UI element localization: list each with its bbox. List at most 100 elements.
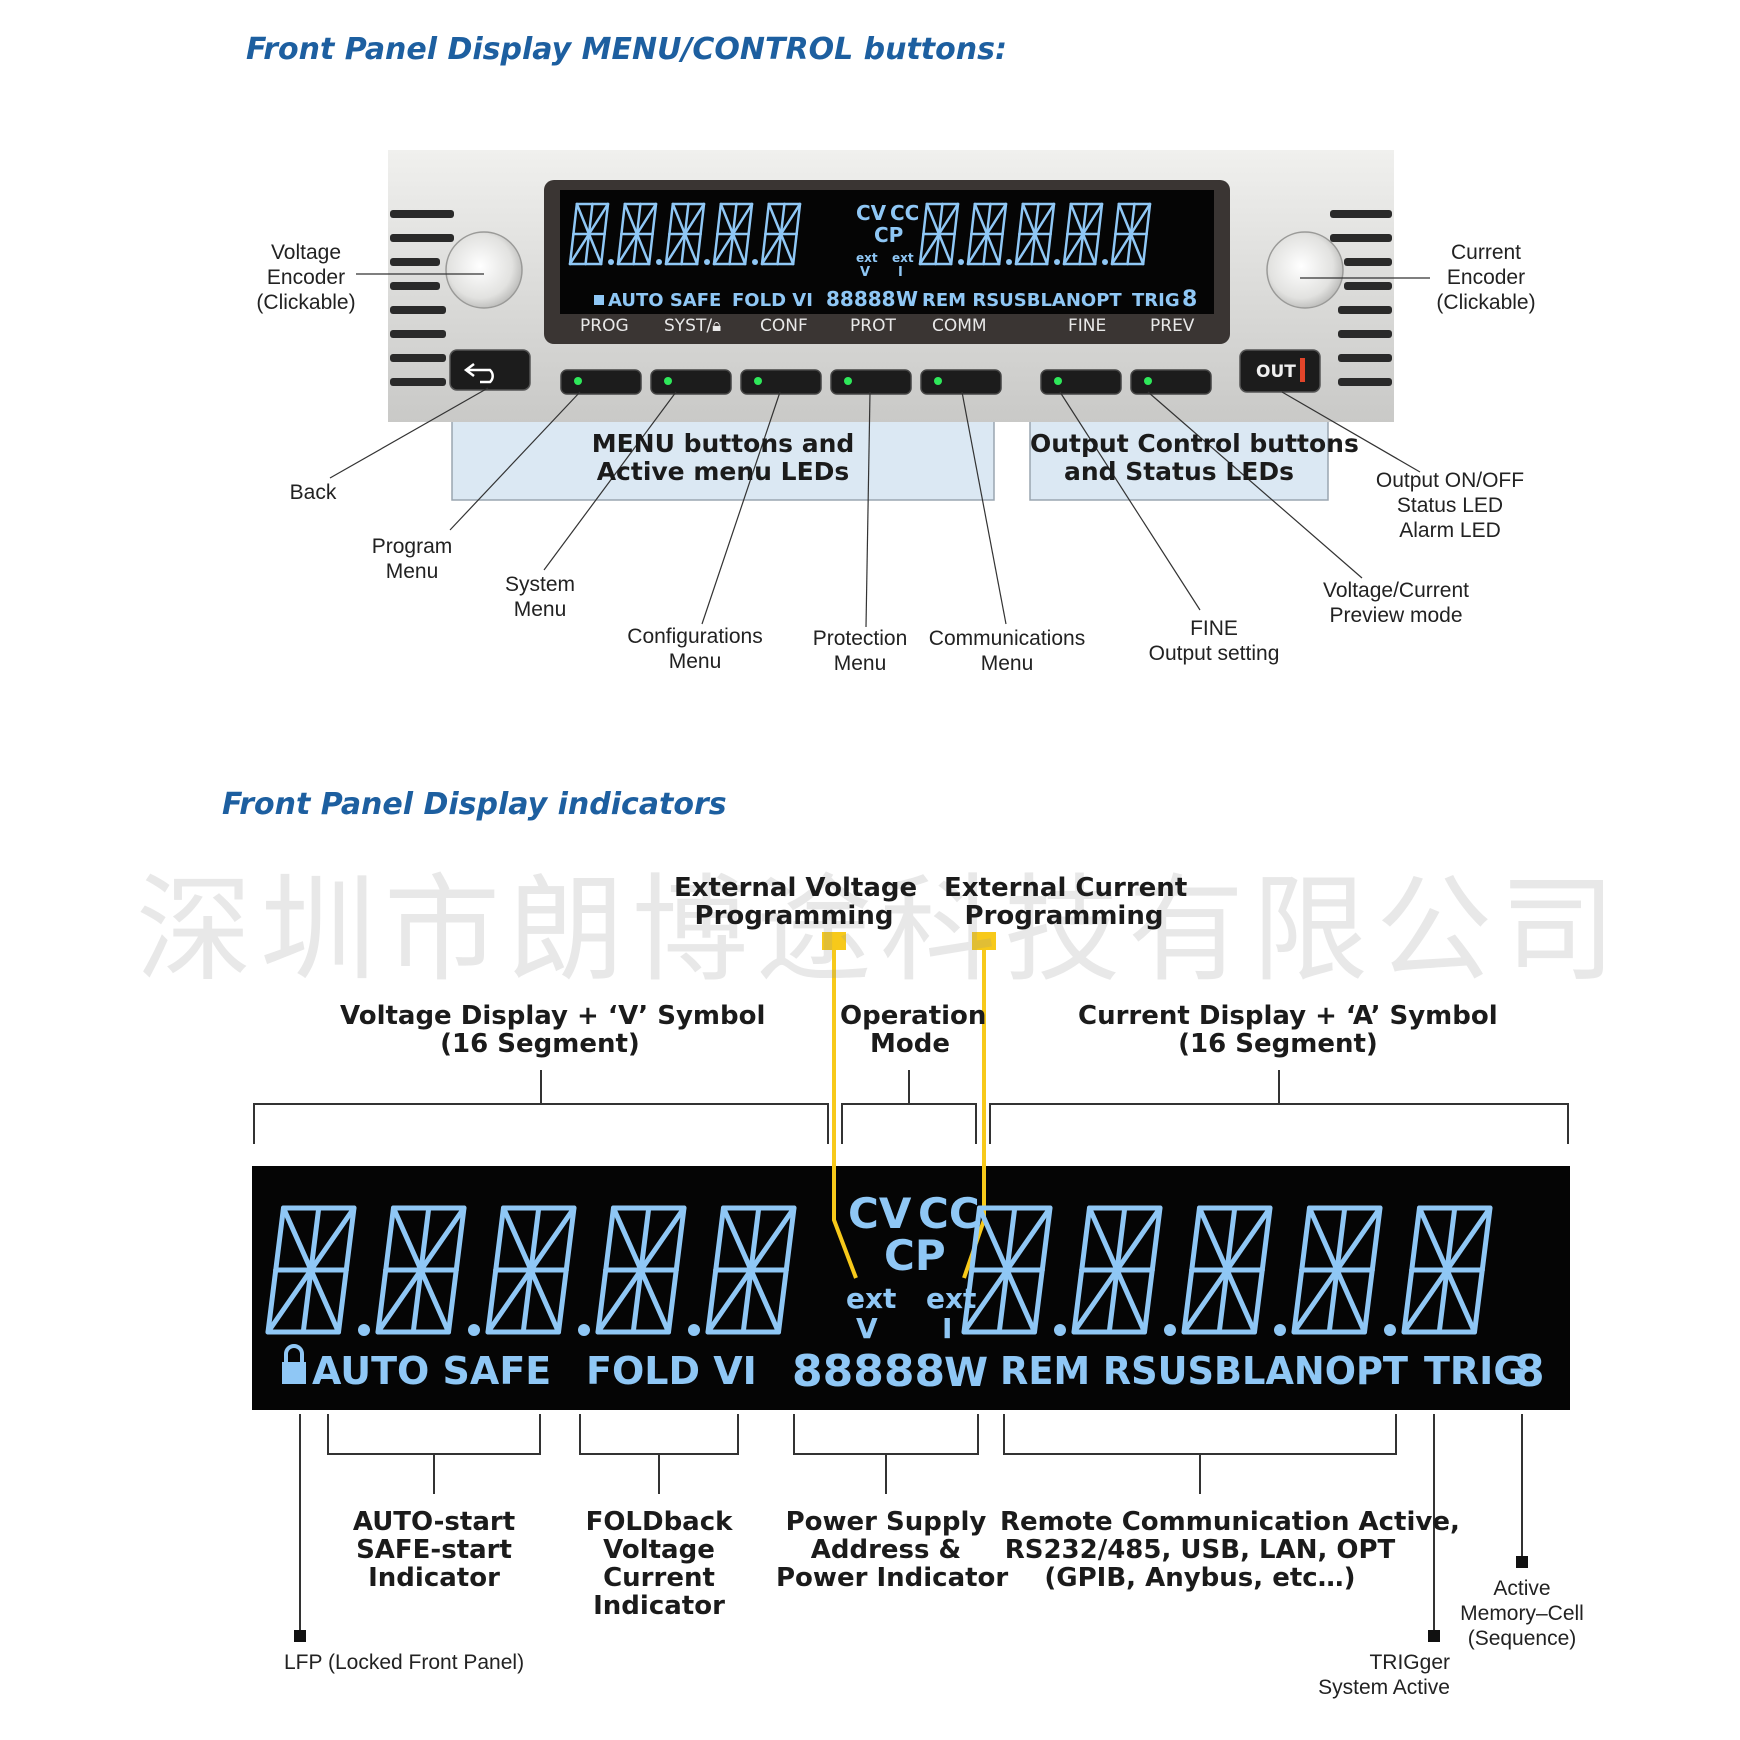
current-decimal-point: [1274, 1324, 1286, 1336]
lcd-cp: CP: [884, 1231, 946, 1280]
lcd-memory: 8: [1514, 1346, 1545, 1397]
top-current-digit: [1014, 202, 1056, 266]
top-voltage-decimal-point: [656, 259, 662, 265]
voltage-digit: [705, 1205, 797, 1335]
top-lock-icon: [594, 295, 604, 305]
lcd-comm: REM RSUSBLANOPT: [1000, 1349, 1408, 1393]
panel-key-row: PROG SYST/🔒︎ CONF PROT COMM FINE PREV: [560, 316, 1214, 340]
top-cc: CC: [890, 201, 919, 225]
top-voltage-digit: [712, 202, 754, 266]
back-label: Back: [289, 481, 337, 504]
top-callout-lines: [329, 273, 1430, 628]
current-digit: [1071, 1205, 1163, 1335]
top-comm: REM RSUSBLANOPT: [922, 290, 1122, 311]
voltage-decimal-point: [468, 1324, 480, 1336]
current-decimal-point: [1384, 1324, 1396, 1336]
out-label: OUT: [1256, 362, 1296, 382]
top-cp: CP: [874, 223, 903, 247]
current-digit: [1401, 1205, 1493, 1335]
top-current-digit: [1110, 202, 1152, 266]
menu-control-title: Front Panel Display MENU/CONTROL buttons…: [246, 32, 1007, 67]
lfp-label: LFP (Locked Front Panel): [284, 1651, 525, 1674]
top-memory: 8: [1182, 287, 1197, 312]
top-ext-v: ext: [856, 251, 878, 265]
voltage-digit: [485, 1205, 577, 1335]
lcd-w: W: [944, 1350, 988, 1396]
top-ext-i: ext: [892, 251, 914, 265]
current-digit: [1181, 1205, 1273, 1335]
top-addr: 88888: [826, 287, 896, 311]
voltage-digit: [595, 1205, 687, 1335]
top-voltage-digit: [568, 202, 610, 266]
voltage-digit: [375, 1205, 467, 1335]
current-digit: [961, 1205, 1053, 1335]
lcd-cc: CC: [918, 1189, 980, 1238]
lcd-ext-v: ext: [846, 1282, 896, 1315]
callout-squares: [294, 1556, 1528, 1642]
top-voltage-decimal-point: [704, 259, 710, 265]
lcd-auto-safe: AUTO SAFE: [312, 1349, 551, 1393]
top-current-digit: [1062, 202, 1104, 266]
key-comm: COMM: [932, 316, 987, 336]
voltage-digit: [265, 1205, 357, 1335]
key-prog: PROG: [580, 316, 629, 336]
current-decimal-point: [1054, 1324, 1066, 1336]
bottom-lcd-content: CV CC CP ext ext V I AUTO SAFE FOLD VI 8…: [265, 1189, 1545, 1397]
right-vents: [1330, 210, 1392, 386]
ext-callout-squares: [822, 932, 996, 950]
lcd-cv: CV: [848, 1189, 912, 1238]
output-control-box: [1029, 419, 1329, 501]
top-current-decimal-point: [1006, 259, 1012, 265]
key-prot: PROT: [850, 316, 896, 336]
remote-comm-label: Remote Communication Active,RS232/485, U…: [1000, 1507, 1460, 1593]
back-button[interactable]: [449, 349, 531, 391]
top-voltage-digit: [760, 202, 802, 266]
current-display-label: Current Display + ‘A’ Symbol(16 Segment): [1078, 1001, 1498, 1059]
top-current-decimal-point: [1102, 259, 1108, 265]
menu-buttons[interactable]: [560, 369, 1212, 395]
key-prev: PREV: [1150, 316, 1195, 336]
voltage-decimal-point: [578, 1324, 590, 1336]
top-voltage-digits: [568, 202, 802, 266]
key-conf: CONF: [760, 316, 808, 336]
top-v: V: [860, 265, 870, 280]
watermark: 深圳市朗博途科技有限公司: [136, 863, 1624, 998]
voltage-decimal-point: [688, 1324, 700, 1336]
top-display-screen: [560, 190, 1214, 314]
voltage-encoder-knob[interactable]: [445, 231, 523, 309]
out-button[interactable]: [1239, 349, 1321, 393]
top-voltage-digit: [616, 202, 658, 266]
top-current-digit: [918, 202, 960, 266]
top-braces: [253, 1070, 1569, 1144]
lcd-fold: FOLD VI: [586, 1349, 757, 1393]
top-cv: CV: [856, 201, 887, 225]
top-voltage-digit: [664, 202, 706, 266]
lcd-trig: TRIG: [1424, 1349, 1525, 1393]
key-syst: SYST/🔒︎: [664, 316, 722, 336]
top-auto-safe: AUTO SAFE: [608, 290, 721, 311]
current-encoder-knob[interactable]: [1266, 231, 1344, 309]
lcd-i: I: [942, 1312, 952, 1345]
top-current-decimal-point: [1054, 259, 1060, 265]
top-fold: FOLD VI: [732, 290, 813, 311]
lock-icon: [282, 1344, 306, 1384]
top-current-digit: [966, 202, 1008, 266]
bottom-braces: [299, 1414, 1523, 1640]
top-voltage-decimal-point: [752, 259, 758, 265]
current-digits: [961, 1205, 1493, 1336]
